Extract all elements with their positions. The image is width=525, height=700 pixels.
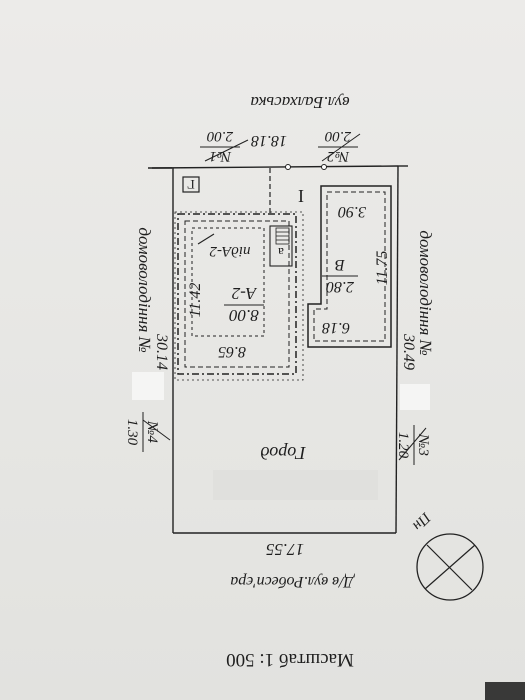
building-a-label: А-2 (231, 284, 257, 303)
point-4-leader (142, 419, 171, 441)
point-4: №4 1.30 (124, 412, 160, 452)
boundary-points (285, 164, 327, 170)
dim-b-top: 3.90 (338, 203, 367, 220)
porch-stairs (275, 227, 290, 245)
north-label: Пн (409, 508, 434, 533)
dim-b-height: 11.75 (374, 251, 391, 286)
svg-text:1.30: 1.30 (124, 419, 140, 446)
svg-text:№4: №4 (144, 420, 160, 443)
building-a-annex-label: підА-2 (209, 243, 250, 259)
svg-text:№3: №3 (415, 433, 431, 456)
porch-label: а (278, 245, 284, 260)
dim-b-bottom: 6.18 (322, 319, 350, 336)
svg-text:2.00: 2.00 (324, 128, 351, 144)
stamp-smudge (213, 470, 378, 500)
north-arrow: Пн (409, 508, 484, 601)
garden-label: Город (260, 443, 306, 463)
dim-a-height: 11.42 (187, 283, 204, 318)
scale-label: Масштаб 1: 500 (226, 649, 354, 670)
street-top-label: вул.Балхаська (250, 93, 349, 112)
yard-label: I (298, 186, 304, 206)
point-2-leader (321, 133, 361, 162)
left-neighbor-code: 30.14 (153, 333, 170, 370)
svg-text:1.20: 1.20 (395, 432, 411, 459)
building-a (177, 213, 297, 375)
building-b (307, 185, 392, 348)
right-neighbor-code: 30.49 (400, 333, 417, 370)
street-bottom-label: Д/в вул.Робесп'єра (230, 573, 356, 590)
dim-b-inner: 2.80 (326, 278, 354, 295)
photo-edge (485, 682, 525, 700)
property-boundary (148, 165, 408, 534)
redaction-left (132, 372, 164, 400)
marker-label: Г (187, 177, 195, 192)
marker-square: Г (182, 176, 200, 193)
point-3-leader (398, 427, 427, 461)
svg-text:№2: №2 (327, 148, 350, 164)
redaction-right (400, 384, 430, 410)
dim-a-width: 8.65 (218, 343, 246, 360)
fence-line (174, 211, 304, 381)
building-b-label: В (335, 256, 345, 273)
dim-bottom: 17.55 (266, 540, 304, 559)
dim-top-right: 18.18 (251, 132, 287, 149)
point-1-leader (204, 139, 249, 162)
point-3: №3 1.20 (395, 425, 431, 465)
right-neighbor-label: домоволодіння № (416, 230, 435, 355)
left-neighbor-label: домоволодіння № (135, 227, 154, 352)
dim-a-inner: 8.00 (229, 306, 259, 325)
point-1: №1 2.00 (200, 128, 240, 164)
point-2: №2 2.00 (318, 128, 358, 164)
svg-text:2.00: 2.00 (206, 128, 233, 144)
svg-text:№1: №1 (209, 148, 232, 164)
